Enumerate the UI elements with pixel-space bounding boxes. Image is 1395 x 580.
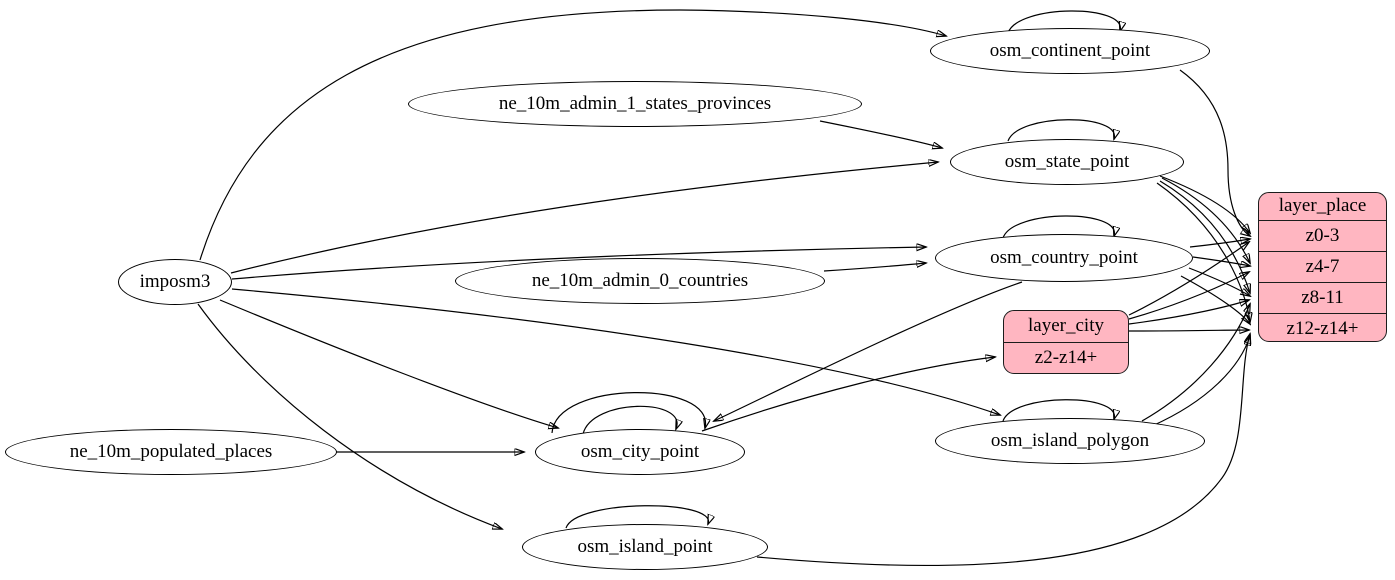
- record-layer_place: layer_place z0-3 z4-7 z8-11 z12-z14+: [1258, 192, 1387, 342]
- edge-osm_state_point-layer_place-z8-11: [1159, 180, 1250, 293]
- record-title: layer_city: [1028, 315, 1104, 336]
- edge-osm_country_point-layer_place-z4-7: [1192, 256, 1250, 266]
- loop-osm_city_point-outer: [551, 392, 706, 434]
- record-title: layer_place: [1278, 195, 1367, 216]
- node-label: osm_island_point: [577, 536, 713, 557]
- edge-osm_country_point-layer_place-z8-11: [1188, 267, 1250, 296]
- loop-osm_continent_point: [1007, 10, 1120, 34]
- edge-osm_city_point-layer_city: [701, 357, 995, 432]
- edge-layer_city-layer_place-z12-z14: [1128, 330, 1249, 331]
- edge-osm_island_point-layer_place-z12-z14: [756, 334, 1250, 567]
- edge-imposm3-osm_country_point: [231, 247, 926, 280]
- node-osm_country_point: osm_country_point: [935, 234, 1193, 282]
- loop-osm_city_point-inner: [582, 405, 677, 435]
- edge-layer_city-layer_place-z8-11: [1128, 300, 1249, 325]
- record-field-z4-7: z4-7: [1259, 251, 1386, 282]
- record-field-z8-11: z8-11: [1259, 282, 1386, 313]
- node-osm_city_point: osm_city_point: [535, 429, 745, 475]
- node-ne_10m_populated_places: ne_10m_populated_places: [5, 429, 337, 475]
- record-field-z2-z14: z2-z14+: [1004, 342, 1128, 373]
- node-label: osm_continent_point: [989, 40, 1151, 61]
- node-label: osm_island_polygon: [990, 430, 1150, 451]
- edge-imposm3-osm_city_point: [219, 299, 558, 428]
- edge-osm_country_point-layer_place-z12-z14: [1180, 275, 1250, 324]
- loop-osm_state_point: [1007, 119, 1114, 142]
- node-label: osm_city_point: [580, 441, 700, 462]
- node-label: imposm3: [139, 271, 211, 292]
- edge-layer_city-layer_place-z0-3: [1128, 242, 1249, 316]
- node-label: osm_country_point: [990, 247, 1138, 268]
- edge-osm_island_polygon-layer_place-z8-11: [1141, 304, 1250, 422]
- edge-layer_city-layer_place-z4-7: [1128, 272, 1249, 320]
- edge-osm_continent_point-layer_place-z0-3: [1179, 69, 1250, 236]
- node-label: ne_10m_populated_places: [69, 441, 273, 462]
- record-field-z12-z14: z12-z14+: [1259, 313, 1386, 341]
- node-imposm3: imposm3: [118, 259, 232, 305]
- loop-osm_island_polygon: [1002, 399, 1114, 422]
- record-field-z0-3: z0-3: [1259, 220, 1386, 251]
- edge-ne_10m_admin_0_countries-osm_country_point: [823, 263, 926, 272]
- node-osm_island_polygon: osm_island_polygon: [935, 418, 1205, 464]
- edge-ne_10m_admin_1_states_provinces-osm_state_point: [819, 120, 942, 148]
- edge-imposm3-osm_continent_point: [199, 9, 946, 261]
- edge-osm_island_polygon-layer_place-z12-z14: [1151, 336, 1250, 427]
- edge-osm_state_point-layer_place-z4-7: [1161, 177, 1250, 263]
- node-ne_10m_admin_0_countries: ne_10m_admin_0_countries: [455, 258, 825, 304]
- node-osm_continent_point: osm_continent_point: [930, 28, 1210, 74]
- edge-imposm3-osm_island_point: [197, 303, 502, 529]
- loop-osm_island_point: [565, 505, 709, 529]
- edge-osm_state_point-layer_place-z0-3: [1159, 175, 1250, 233]
- node-osm_state_point: osm_state_point: [950, 139, 1184, 185]
- node-osm_island_point: osm_island_point: [522, 524, 768, 570]
- loop-osm_country_point: [1002, 215, 1114, 239]
- edge-imposm3-osm_island_polygon: [231, 288, 1000, 415]
- node-ne_10m_admin_1_states_provinces: ne_10m_admin_1_states_provinces: [408, 81, 862, 127]
- edge-imposm3-osm_state_point: [230, 162, 938, 274]
- node-label: ne_10m_admin_0_countries: [531, 270, 749, 291]
- edge-osm_country_point-osm_city_point: [714, 281, 1023, 421]
- record-layer_city: layer_city z2-z14+: [1003, 310, 1129, 374]
- node-label: osm_state_point: [1004, 151, 1130, 172]
- edge-osm_country_point-layer_place-z0-3: [1189, 239, 1250, 248]
- node-label: ne_10m_admin_1_states_provinces: [498, 93, 772, 114]
